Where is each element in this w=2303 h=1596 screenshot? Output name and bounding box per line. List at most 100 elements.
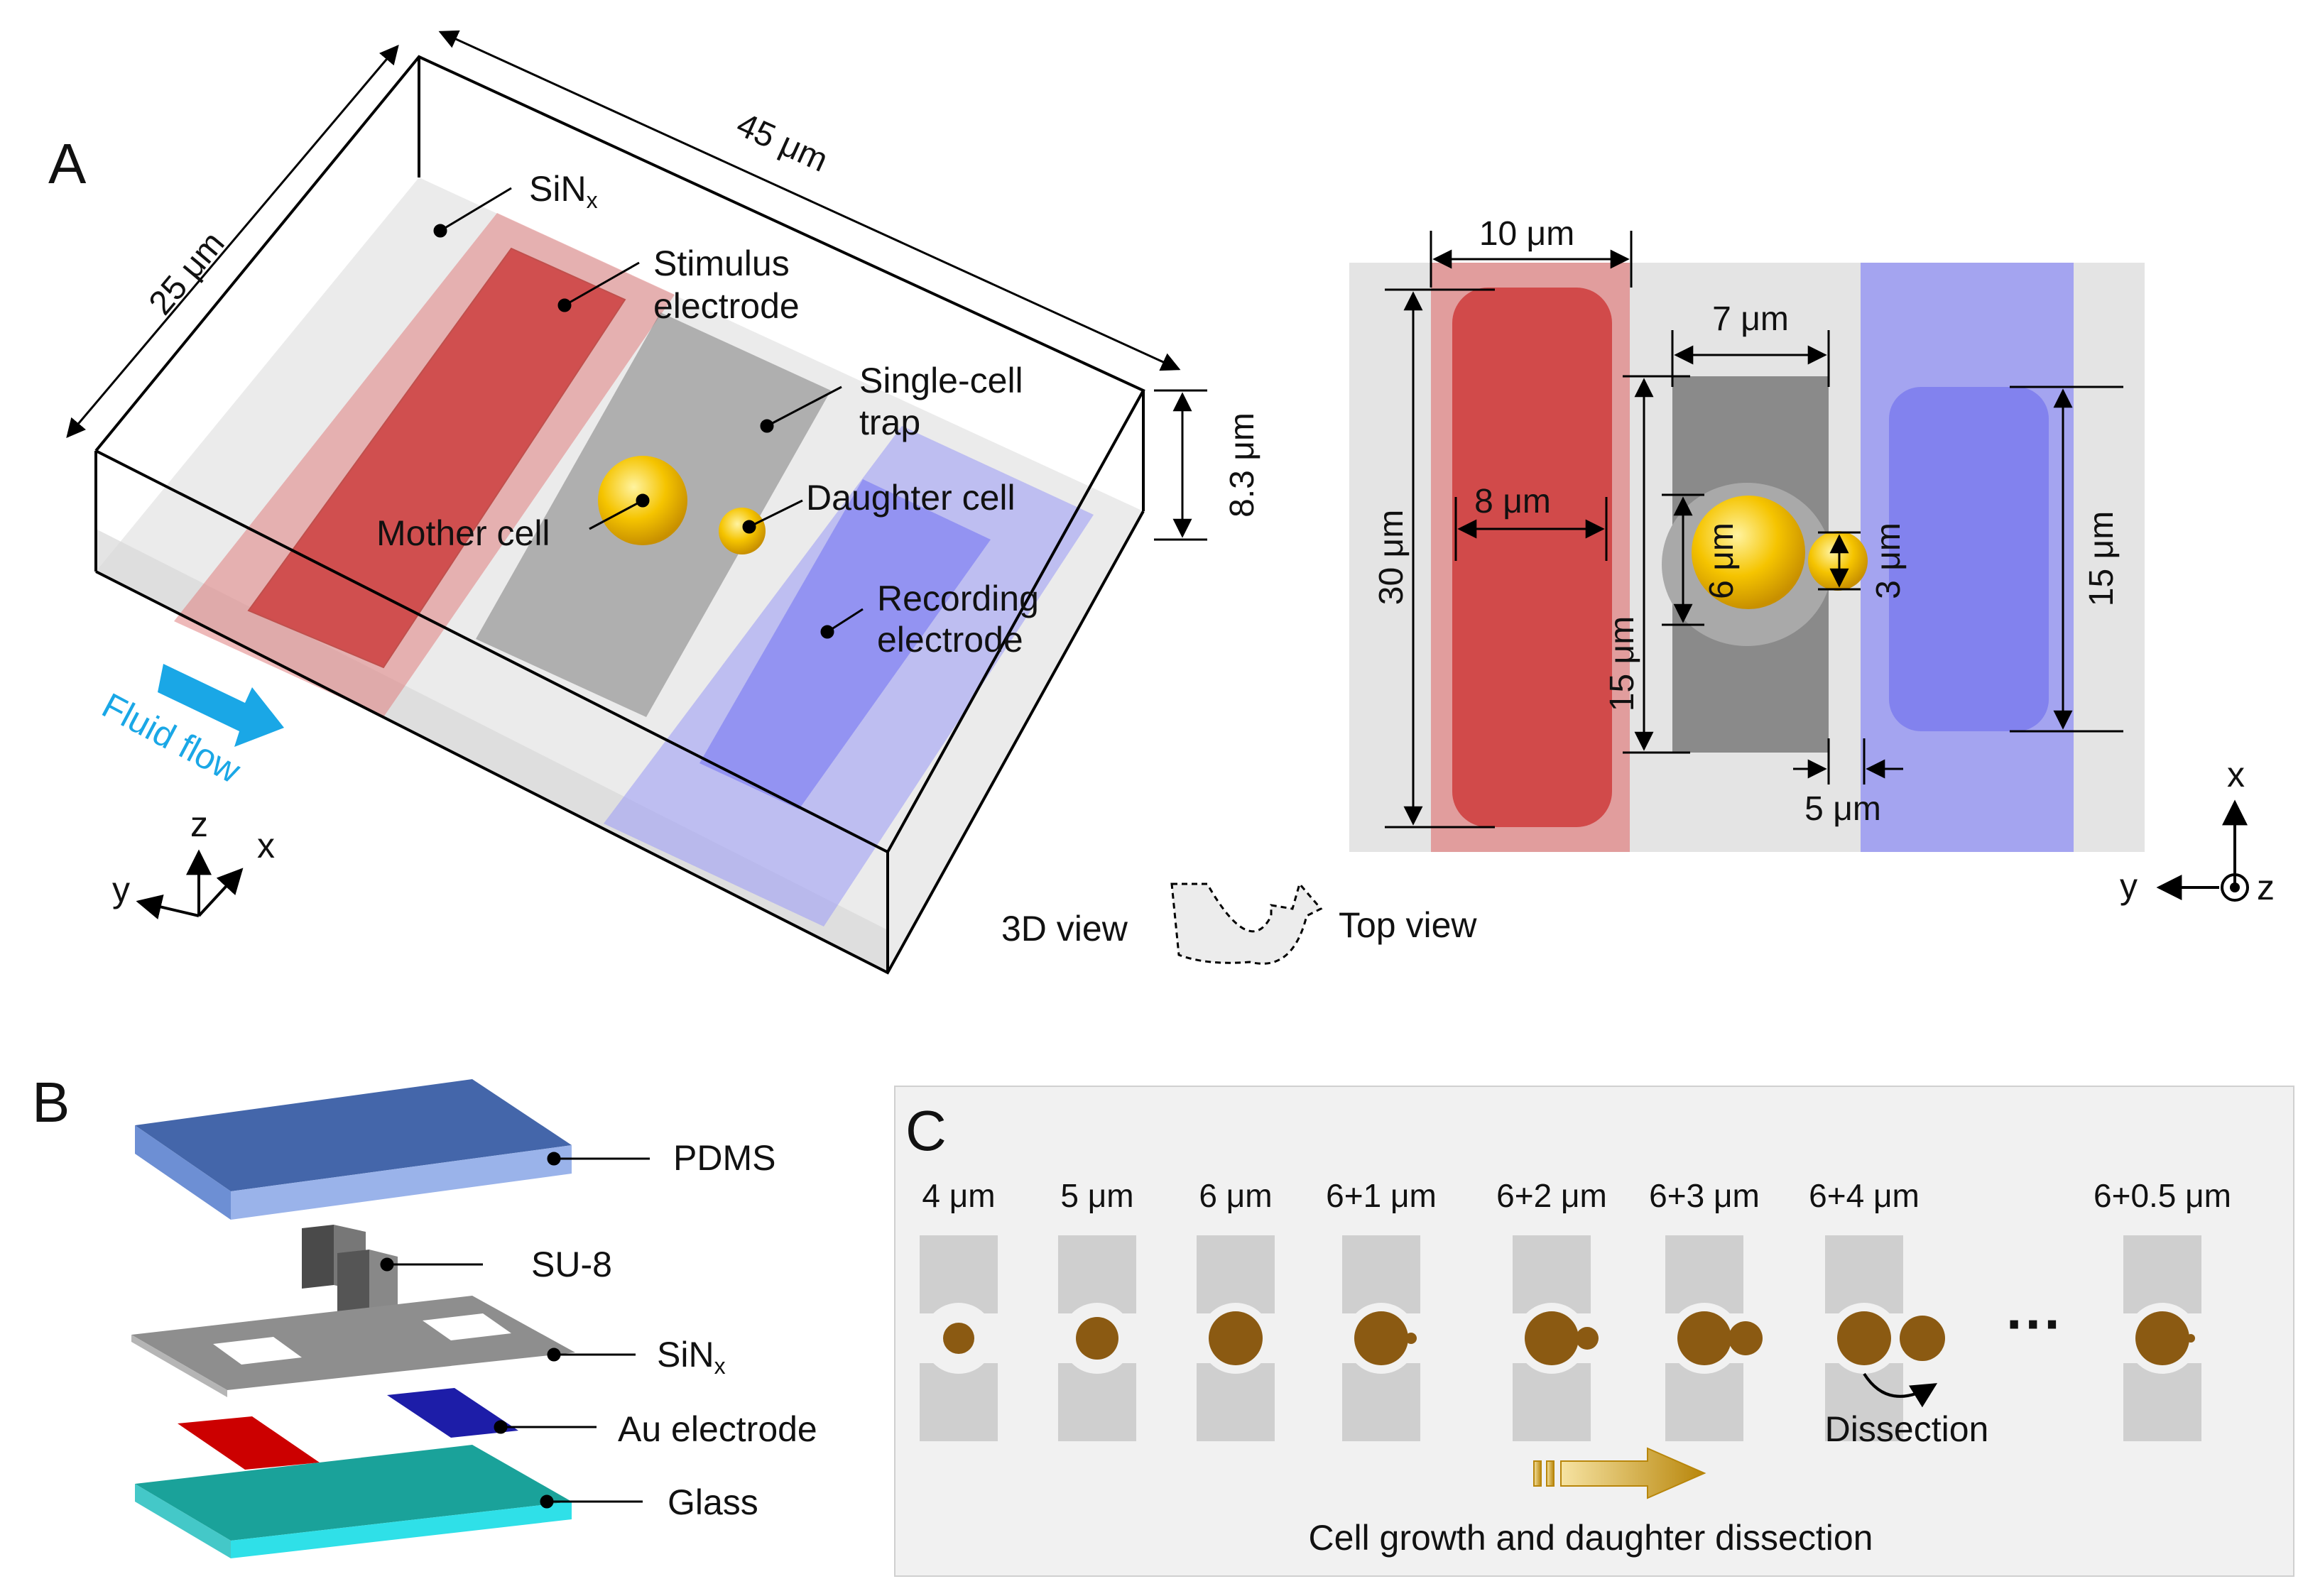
recording-label-1: Recording [877,579,1039,618]
axis-top-x: x [2227,755,2245,794]
stage-daughter-cell [1728,1321,1763,1355]
stage-label: 6 μm [1199,1177,1272,1214]
dim-25-arrow [66,44,399,439]
daughter-cell-label: Daughter cell [806,478,1016,518]
au-electrode-red [178,1416,320,1470]
stage-mother-cell [1209,1311,1263,1365]
su8-block-2-side [369,1250,398,1310]
sinx-window-2 [423,1313,511,1340]
recording-electrode [699,479,991,809]
top-dim-6: 6 μm [1703,523,1741,599]
layer-au-electrode: Au electrode [618,1409,817,1449]
stage-mother-cell [2135,1311,2189,1365]
dim-45-arrow [438,30,1181,371]
stage-label: 4 μm [922,1177,995,1214]
top-dim-3: 3 μm [1870,523,1907,599]
stage-2: 6 μm [1197,1177,1275,1441]
growth-stages: 4 μm 5 μm 6 μm 6+1 μm 6+2 μm 6+3 μm 6+4 μm 6+0.… [920,1177,2231,1441]
panel-b-letter: B [32,1071,70,1134]
view-switch-icon [1170,881,1323,965]
glass-side [231,1502,572,1558]
panel-a-letter: A [48,132,87,195]
dim-25-label: 25 μm [142,225,232,322]
panel-c: C 4 μm 5 μm 6 μm 6+1 μm 6+2 μm 6+3 μm 6+4 μm 6+… [894,1086,2294,1577]
layer-glass: Glass [668,1482,758,1522]
axis-3d-z: z [190,804,208,844]
stage-0: 4 μm [920,1177,998,1441]
au-electrode-blue [387,1388,518,1438]
stage-7: 6+0.5 μm [2094,1177,2231,1441]
top-mother-cell [1692,496,1805,609]
glass-front [135,1484,231,1558]
stage-mother-cell [1677,1311,1731,1365]
stimulus-label-2: electrode [653,286,800,326]
dim-83-label: 8.3 μm [1224,412,1261,518]
axis-3d-y: y [112,870,130,909]
axis-3d-x: x [257,826,275,865]
top-dim-15-trap: 15 μm [1604,616,1641,711]
dim-45-label: 45 μm [731,106,833,180]
stage-label: 5 μm [1060,1177,1133,1214]
top-dim-8: 8 μm [1474,483,1551,520]
top-daughter-cell [1808,531,1868,591]
stage-5: 6+3 μm [1649,1177,1763,1441]
stage-mother-cell [1354,1311,1408,1365]
stage-mother-cell [1076,1317,1118,1360]
stage-label: 6+0.5 μm [2094,1177,2231,1214]
su8-block-1 [302,1225,334,1289]
dissection-label: Dissection [1825,1409,1989,1449]
axis-top-z: z [2257,868,2275,907]
stage-daughter-cell [1900,1316,1945,1361]
panel-top-view: 10 μm 30 μm 8 μm 7 μm 15 μm 6 μm 3 μm 5 … [1349,215,2275,907]
dissection-arrow [1863,1372,1938,1408]
su8-block-2 [337,1250,369,1313]
recording-label-2: electrode [877,620,1023,660]
panel-a: A 25 μm 45 μm 8.3 μm [48,30,1477,975]
top-dim-15-recording: 15 μm [2083,511,2120,606]
mother-cell-label: Mother cell [376,513,550,553]
stage-1: 5 μm [1058,1177,1136,1441]
fluid-flow-arrow [158,664,284,747]
top-dim-7: 7 μm [1712,300,1789,338]
stage-4: 6+2 μm [1496,1177,1607,1441]
growth-arrow-tail-2 [1546,1460,1555,1487]
growth-arrow [1560,1447,1706,1499]
axes-top [2156,799,2249,902]
stage-6: 6+4 μm [1809,1177,1945,1441]
pdms-side [231,1145,572,1220]
growth-caption: Cell growth and daughter dissection [1309,1518,1873,1558]
view-top-label: Top view [1339,905,1477,945]
layer-pdms: PDMS [673,1138,775,1178]
top-dim-30: 30 μm [1373,510,1410,605]
sinx-window-1 [213,1337,302,1365]
stage-daughter-cell [2187,1334,2195,1343]
axis-top-y: y [2120,866,2138,906]
stage-mother-cell [1525,1311,1579,1365]
axis-top-z-dot [2230,882,2240,892]
trap-label-1: Single-cell [859,361,1023,400]
pdms-front [135,1125,231,1220]
stage-3: 6+1 μm [1326,1177,1437,1441]
top-recording-electrode [1889,387,2049,731]
stage-mother-cell [943,1323,974,1354]
layer-su8: SU-8 [531,1245,612,1284]
stage-label: 6+3 μm [1649,1177,1760,1214]
leaders [433,187,864,639]
stage-mother-cell [1837,1311,1891,1365]
sinx-label: SiNx [529,169,598,213]
axes-3d [136,849,244,919]
panel-b: B PDMS SU-8 SiNx Au electrod [32,1071,817,1558]
panel-b-leaders [380,1152,650,1509]
view-3d-label: 3D view [1001,909,1128,949]
panel-c-letter: C [905,1099,947,1162]
stage-label: 6+2 μm [1496,1177,1607,1214]
top-dimension-lines [1385,231,2123,829]
pdms-top [135,1079,572,1191]
top-stimulus-electrode [1452,288,1612,827]
stimulus-label-1: Stimulus [653,244,790,283]
stage-ellipsis: ··· [2006,1292,2063,1355]
daughter-cell [719,508,766,554]
top-dim-10: 10 μm [1479,215,1574,253]
stage-label: 6+4 μm [1809,1177,1920,1214]
